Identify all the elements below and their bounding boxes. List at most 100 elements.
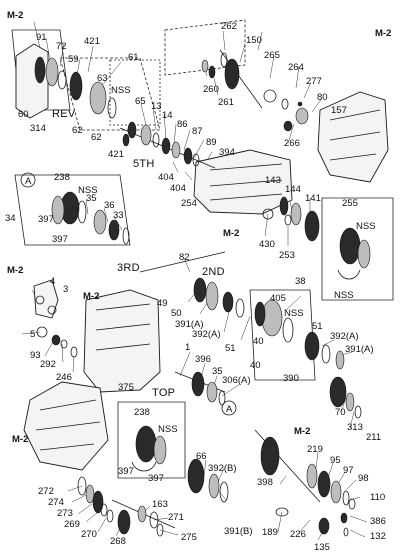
ring-391a-b [335,350,345,370]
label-nss-2: NSS [78,185,98,196]
ring-98 [342,490,350,506]
label-272: 272 [38,486,54,497]
bearing-261 [208,65,216,79]
intermediate-plate [193,149,293,215]
washer-211 [354,405,362,419]
label-398: 398 [257,477,273,488]
sleeve-86 [161,137,171,155]
bearing-253 [284,214,292,226]
gear-91 [34,56,46,84]
label-392b: 392(B) [208,463,237,474]
bearing-273 [92,490,104,514]
label-238-a: 238 [54,172,70,183]
label-275: 275 [181,532,197,543]
synchro-hub-238-b [135,425,157,463]
label-13: 13 [151,101,162,112]
case-detail-line-2 [209,163,283,201]
case-detail-line-3 [329,109,381,161]
label-66: 66 [196,451,207,462]
label-254: 254 [181,198,197,209]
clip-189 [275,507,289,517]
gear-135 [318,517,330,535]
synchro-group-frame-right [321,197,394,301]
main-transmission-case [83,289,161,393]
label-404-a: 404 [158,172,174,183]
reference-markers [20,172,237,416]
transmission-cases [15,43,389,471]
label-3: 3 [63,284,68,295]
gear-35-b [206,381,218,403]
ring-391a [222,291,234,313]
label-430: 430 [259,239,275,250]
label-nss-4: NSS [334,290,354,301]
label-3rd: 3RD [117,262,140,274]
label-143: 143 [265,175,281,186]
synchro-hub-255 [339,227,361,265]
gear-35-a [93,209,107,235]
spring-255 [337,269,361,280]
ring-59 [57,70,67,90]
label-87: 87 [192,126,203,137]
gear-143 [279,196,289,216]
ring-274 [85,484,95,504]
washer-270 [106,509,114,523]
label-80: 80 [317,92,328,103]
components [34,52,371,537]
label-292: 292 [40,359,56,370]
label-89: 89 [206,137,217,148]
label-5: 5 [30,329,35,340]
label-nss-1: NSS [111,85,131,96]
ring-391b [219,481,229,503]
seal-271 [149,511,159,529]
bearing-80 [295,107,309,125]
callout-labels: M-2 91 72 421 61 59 63 NSS 60 314 REV 62… [5,10,391,553]
ring-394 [192,153,200,167]
label-314: 314 [30,123,46,134]
label-2nd: 2ND [202,266,225,278]
gear-36 [108,219,120,241]
case-detail-line [95,303,151,351]
label-226: 226 [290,529,306,540]
gear-421-b [122,133,130,147]
ring-392a-b [321,344,331,364]
blocker-40 [282,317,294,343]
label-264: 264 [288,62,304,73]
pin-132 [343,527,349,537]
label-274: 274 [48,497,64,508]
ball-277 [297,101,303,107]
gear-396 [191,371,205,397]
ring-14 [152,132,160,148]
synchro-group-frame-1 [14,174,131,246]
label-150: 150 [246,35,262,46]
hub-87 [171,141,181,159]
label-386: 386 [370,516,386,527]
bearing-93 [51,334,61,346]
label-86: 86 [177,119,188,130]
label-1: 1 [185,342,190,353]
label-277: 277 [306,76,322,87]
label-238-b: 238 [134,407,150,418]
case-detail-line-4 [35,399,101,451]
label-253: 253 [279,250,295,261]
gear-141 [304,210,320,242]
sleeve-397-b [153,435,167,465]
label-m2-case: M-2 [83,291,99,302]
sleeve-255 [357,239,371,269]
label-421-a: 421 [84,36,100,47]
label-61: 61 [128,52,139,63]
label-51-b: 51 [312,321,323,332]
front-cover-plate [15,43,49,119]
gear-219 [306,463,318,489]
label-nss-5: NSS [284,308,304,319]
label-211: 211 [366,432,381,443]
label-268: 268 [110,536,126,547]
ring-62 [107,97,117,119]
gear-398 [260,436,280,476]
bearing-163 [137,505,147,523]
ring-33 [122,227,130,245]
gear-65 [127,121,137,139]
label-261: 261 [218,97,234,108]
label-65: 65 [135,96,146,107]
label-4: 4 [50,276,55,287]
label-157: 157 [331,105,347,116]
